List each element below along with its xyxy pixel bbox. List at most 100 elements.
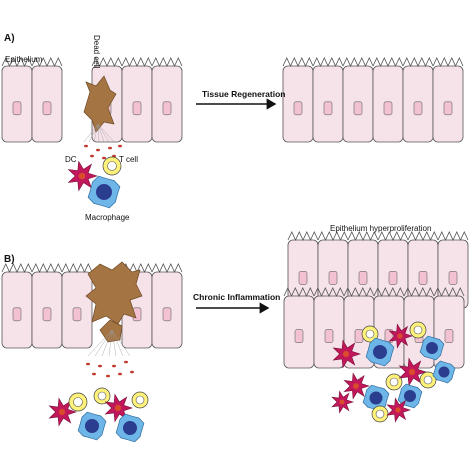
microvilli: [1, 57, 33, 67]
microvilli: [121, 57, 153, 67]
epithelial-cell: [31, 263, 63, 349]
microvilli: [91, 57, 123, 67]
epithelial-nucleus: [358, 271, 368, 285]
debris-ray: [97, 123, 110, 143]
epithelial-nucleus: [162, 101, 172, 116]
epithelial-cell: [312, 57, 344, 143]
microvilli: [61, 263, 93, 273]
t-cell: [371, 405, 389, 423]
debris-fragment: [112, 154, 116, 158]
dead-cell: [85, 261, 143, 325]
epithelial-nucleus: [448, 271, 458, 285]
microvilli: [317, 231, 349, 241]
macrophage: [115, 413, 145, 443]
microvilli: [1, 263, 33, 273]
epithelial-cell: [282, 57, 314, 143]
debris-ray: [94, 329, 113, 357]
debris-fragment: [106, 374, 110, 378]
t-cell-nucleus: [107, 161, 117, 171]
microvilli: [433, 287, 465, 297]
microvilli: [283, 287, 315, 297]
epithelial-cell: [317, 231, 349, 309]
t-cell-nucleus: [97, 391, 107, 401]
macrophage-nucleus: [96, 184, 112, 200]
epithelial-nucleus: [353, 101, 363, 116]
debris-fragment: [108, 146, 112, 150]
microvilli: [151, 57, 183, 67]
microvilli: [313, 287, 345, 297]
microvilli: [31, 57, 63, 67]
dendritic-cell-nucleus: [397, 333, 403, 339]
epithelial-cell: [61, 263, 93, 349]
epithelium-label: Epithelium: [5, 55, 43, 64]
epithelial-nucleus: [388, 271, 398, 285]
t-cell: [93, 387, 111, 405]
tissue-regeneration-label: Tissue Regeneration: [202, 89, 286, 99]
macrophage-nucleus: [404, 390, 416, 402]
panel-a-letter: A): [4, 33, 15, 44]
epithelial-nucleus: [323, 101, 333, 116]
panel-b-letter: B): [4, 254, 15, 265]
dead-cell: [83, 75, 117, 133]
debris-fragment: [118, 372, 122, 376]
dendritic-cell-nucleus: [342, 350, 350, 358]
microvilli: [377, 231, 409, 241]
microvilli: [151, 263, 183, 273]
dendritic-cell-nucleus: [78, 172, 86, 180]
epithelium-hyperproliferation-label: Epithelium hyperproliferation: [330, 224, 432, 233]
t-cell-nucleus: [375, 409, 385, 419]
t-cell-label: T cell: [119, 155, 138, 164]
debris-fragment: [124, 360, 128, 364]
dendritic-cell-nucleus: [339, 399, 345, 405]
epithelial-cell: [347, 231, 379, 309]
macrophage: [87, 175, 121, 209]
debris-fragment: [96, 148, 100, 152]
microvilli: [287, 231, 319, 241]
dendritic-cell: [48, 397, 77, 427]
epithelial-nucleus: [12, 307, 22, 322]
epithelial-cell: [377, 231, 409, 309]
t-cell-nucleus: [365, 329, 375, 339]
macrophage-nucleus: [123, 421, 137, 435]
epithelial-nucleus: [42, 101, 52, 116]
macrophage-nucleus: [438, 366, 450, 378]
t-cell: [68, 392, 88, 412]
debris-fragment: [92, 372, 96, 376]
macrophage: [432, 360, 456, 384]
dendritic-cell: [332, 339, 361, 369]
debris-ray: [97, 123, 105, 143]
macrophage-nucleus: [426, 342, 438, 354]
debris-ray: [111, 329, 124, 357]
t-cell: [409, 321, 427, 339]
epithelial-cell: [437, 231, 469, 309]
dendritic-cell: [343, 372, 370, 400]
microvilli: [437, 231, 469, 241]
epithelial-nucleus: [294, 329, 304, 343]
debris-fragment: [102, 156, 106, 160]
macrophage-nucleus: [373, 345, 387, 359]
epithelial-cell: [1, 263, 33, 349]
t-cell-nucleus: [73, 397, 83, 407]
epithelial-nucleus: [162, 307, 172, 322]
macrophage-nucleus: [369, 391, 383, 405]
dendritic-cell: [388, 323, 413, 349]
debris-ray: [88, 123, 99, 143]
epithelial-nucleus: [132, 101, 142, 116]
t-cell-nucleus: [413, 325, 423, 335]
epithelial-cell: [283, 287, 315, 369]
debris-ray: [108, 329, 113, 357]
microvilli: [312, 57, 344, 67]
dead-cell-label: Dead cell: [92, 35, 101, 69]
debris-fragment: [90, 154, 94, 158]
epithelial-cell: [151, 57, 183, 143]
epithelial-cell: [121, 57, 153, 143]
microvilli: [407, 231, 439, 241]
debris-fragment: [98, 364, 102, 368]
microvilli: [403, 287, 435, 297]
microvilli: [343, 287, 375, 297]
t-cell-nucleus: [389, 377, 399, 387]
epithelial-nucleus: [42, 307, 52, 322]
epithelial-cell: [432, 57, 464, 143]
epithelial-cell: [342, 57, 374, 143]
epithelial-cell: [402, 57, 434, 143]
